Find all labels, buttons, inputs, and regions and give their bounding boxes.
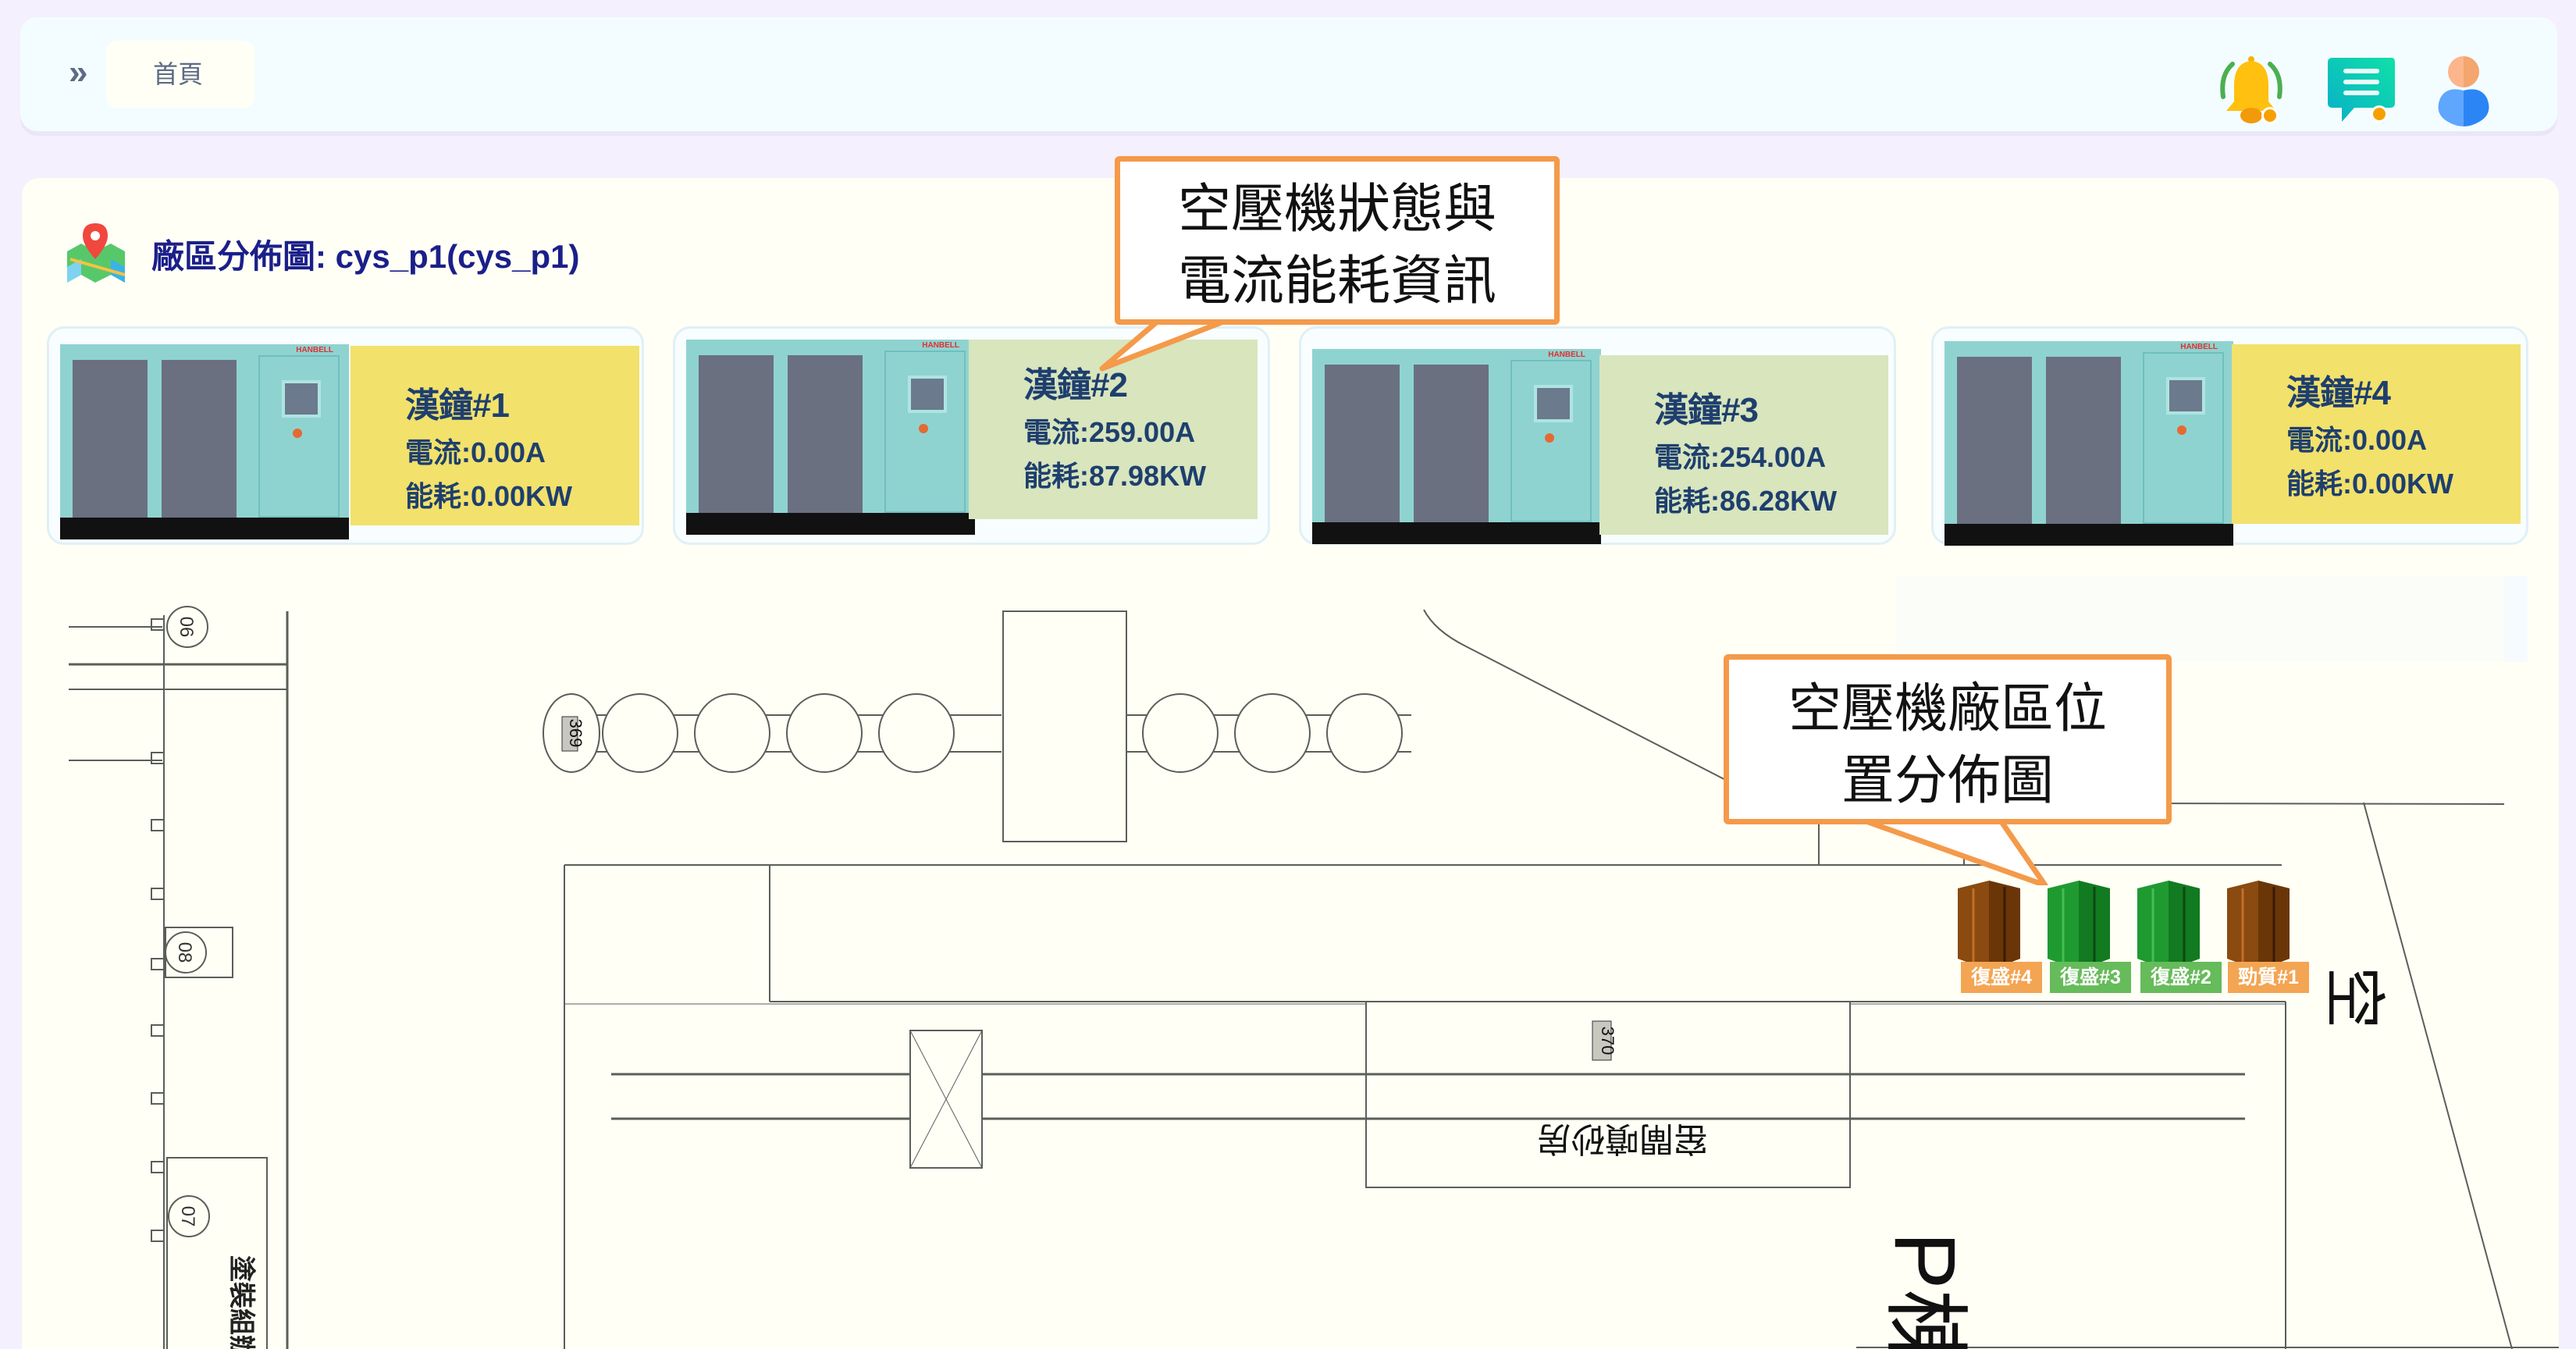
callout-line: 置分佈圖 xyxy=(1841,750,2054,812)
callout-line: 空壓機狀態與 xyxy=(1177,179,1496,240)
main-panel: 廠區分佈圖: cys_p1(cys_p1) HANBELL 漢鐘#1 電流:0.… xyxy=(22,178,2559,1349)
compressor-card-3[interactable]: HANBELL 漢鐘#3 電流:254.00A 能耗:86.28KW xyxy=(1299,326,1896,545)
bubble-369-label: 369 xyxy=(566,719,585,748)
compressor-info: 漢鐘#1 電流:0.00A 能耗:0.00KW xyxy=(350,346,639,525)
compressor-current: 電流:0.00A xyxy=(405,436,546,468)
column-markers xyxy=(151,618,165,1242)
grid-bubble-08 xyxy=(165,931,207,973)
compressor-image: HANBELL xyxy=(60,344,349,539)
compressor-image: HANBELL xyxy=(1944,341,2233,546)
double-chevron-right-icon[interactable]: » xyxy=(69,53,88,91)
floor-plan[interactable]: 06 08 07 塗裝組辦公 369 xyxy=(22,178,2559,1349)
breadcrumb-home[interactable]: 首頁 xyxy=(106,41,254,108)
compressor-marker-2-icon[interactable] xyxy=(2129,873,2208,982)
building-p-label: P棟 xyxy=(1877,1232,1973,1349)
compressor-marker-3-icon[interactable] xyxy=(2040,873,2118,982)
compressor-label-2[interactable]: 復盛#2 xyxy=(2140,962,2222,993)
side-room-label: 塗裝組辦公 xyxy=(226,1255,257,1349)
compressor-label-1[interactable]: 勁質#1 xyxy=(2228,962,2309,993)
grid-bubble-07 xyxy=(168,1195,210,1237)
compressor-current: 電流:254.00A xyxy=(1654,441,1827,473)
compressor-label-3[interactable]: 復盛#3 xyxy=(2050,962,2131,993)
page-title-row: 廠區分佈圖: cys_p1(cys_p1) xyxy=(62,219,580,289)
grid-label-07: 07 xyxy=(177,1206,198,1227)
compressor-marker-4-icon[interactable] xyxy=(1950,873,2028,982)
pipe-row xyxy=(543,610,1411,842)
map-pin-icon xyxy=(67,223,126,283)
box-370-label: 370 xyxy=(1598,1027,1617,1055)
compressor-power: 能耗:0.00KW xyxy=(2286,468,2454,500)
compressor-info: 漢鐘#4 電流:0.00A 能耗:0.00KW xyxy=(2232,344,2521,524)
corner-label: 空 xyxy=(2319,966,2389,1029)
compressor-power: 能耗:0.00KW xyxy=(405,480,573,512)
callout-layout-pointer xyxy=(1847,815,2048,885)
compressor-name: 漢鐘#1 xyxy=(405,386,510,425)
grid-bubble-06 xyxy=(166,606,208,648)
grid-label-06: 06 xyxy=(176,617,197,638)
compressor-name: 漢鐘#4 xyxy=(2286,374,2391,412)
compressor-current: 電流:259.00A xyxy=(1023,416,1196,448)
compressor-label-4[interactable]: 復盛#4 xyxy=(1961,962,2042,993)
compressor-power: 能耗:87.98KW xyxy=(1023,460,1207,492)
compressor-card-2[interactable]: HANBELL 漢鐘#2 電流:259.00A 能耗:87.98KW xyxy=(673,326,1270,545)
compressor-name: 漢鐘#2 xyxy=(1023,366,1128,404)
bell-icon[interactable] xyxy=(2212,52,2290,130)
callout-line: 電流能耗資訊 xyxy=(1177,251,1496,312)
compressor-current: 電流:0.00A xyxy=(2286,424,2428,456)
page-title: 廠區分佈圖: cys_p1(cys_p1) xyxy=(151,237,580,275)
compressor-image: HANBELL xyxy=(686,340,975,535)
room-label: 窑閘噴砂房 xyxy=(1536,1119,1708,1158)
callout-status-info: 空壓機狀態與 電流能耗資訊 xyxy=(1115,156,1560,325)
compressor-marker-1-icon[interactable] xyxy=(2219,873,2297,982)
compressor-name: 漢鐘#3 xyxy=(1654,391,1759,429)
user-icon[interactable] xyxy=(2425,52,2503,130)
compressor-card-1[interactable]: HANBELL 漢鐘#1 電流:0.00A 能耗:0.00KW xyxy=(47,326,644,545)
compressor-image: HANBELL xyxy=(1312,349,1601,544)
grid-label-08: 08 xyxy=(174,942,195,963)
compressor-info: 漢鐘#2 電流:259.00A 能耗:87.98KW xyxy=(969,340,1258,519)
callout-line: 空壓機廠區位 xyxy=(1788,678,2107,740)
top-header: » 首頁 xyxy=(20,17,2557,131)
compressor-info: 漢鐘#3 電流:254.00A 能耗:86.28KW xyxy=(1599,355,1888,535)
compressor-power: 能耗:86.28KW xyxy=(1654,485,1838,517)
callout-layout-map: 空壓機廠區位 置分佈圖 xyxy=(1724,654,2172,824)
message-icon[interactable] xyxy=(2322,52,2400,130)
compressor-card-4[interactable]: HANBELL 漢鐘#4 電流:0.00A 能耗:0.00KW xyxy=(1931,326,2528,546)
